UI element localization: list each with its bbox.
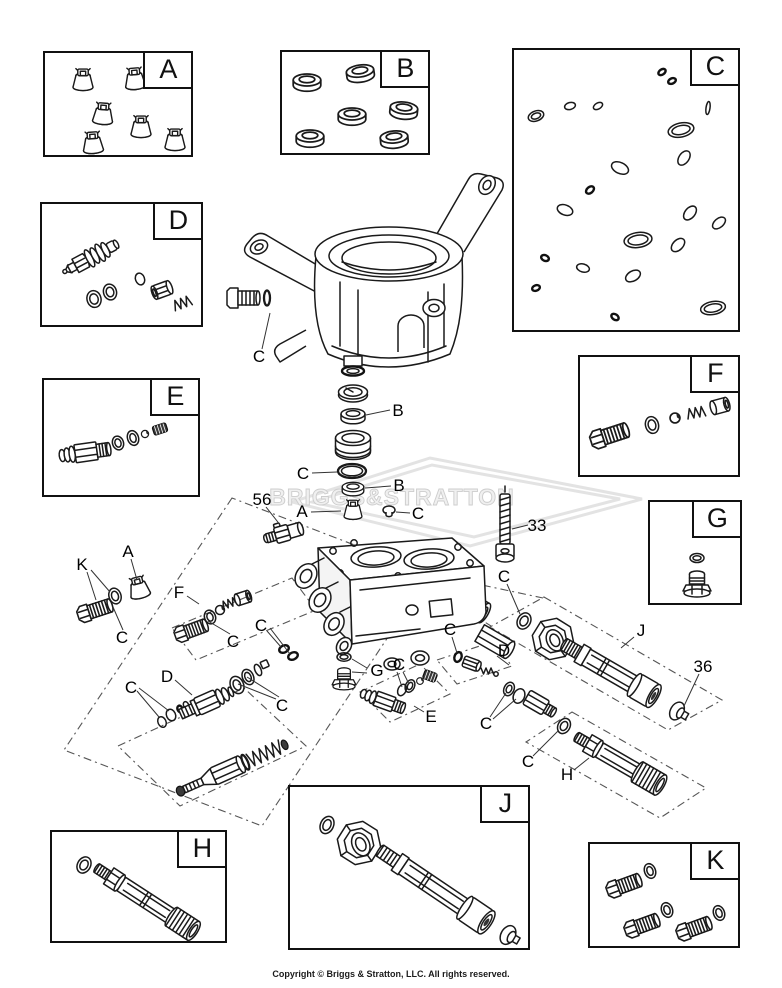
callout-check-valve-kit: F	[174, 583, 184, 602]
kit-letter: H	[192, 833, 213, 864]
kit-letter: A	[159, 54, 178, 85]
thermal-valve	[262, 521, 305, 544]
callout-bypass-oring: C	[444, 620, 456, 639]
kit-boundary-j	[488, 596, 724, 731]
callout-piston-plug: A	[296, 502, 308, 521]
kit-box-b: B	[280, 49, 431, 155]
kit-box-e: E	[42, 377, 201, 497]
callout-head-bolt: 33	[528, 516, 547, 535]
callout-fitting-orings: C	[393, 655, 405, 674]
kit-letter: K	[706, 845, 725, 876]
kit-label-a: A	[143, 50, 194, 89]
inlet-seal	[668, 701, 690, 721]
kit-box-f: F	[578, 354, 741, 477]
callout-piston-oring: C	[297, 464, 309, 483]
seal-stack	[334, 365, 396, 521]
housing-side-plug	[226, 287, 272, 309]
kit-h-parts-illustration	[76, 856, 202, 941]
callout-thermal-valve: 56	[253, 490, 272, 509]
inlet-tube-assembly	[516, 612, 690, 721]
callout-inlet-oring: C	[498, 567, 510, 586]
kit-label-d: D	[153, 201, 204, 240]
callout-unloader-orings-right: C	[276, 696, 288, 715]
manifold-oring	[278, 643, 290, 655]
leader-lines	[86, 312, 700, 771]
kit-box-h: H	[50, 829, 228, 943]
copyright-text: Copyright © Briggs & Stratton, LLC. All …	[272, 969, 510, 979]
kit-c-parts-illustration	[527, 67, 727, 322]
callout-inlet-tube: J	[637, 621, 646, 640]
callout-labels: C B C B A C 56 33 K A C F C C C D C G C …	[76, 347, 712, 784]
kit-letter: J	[498, 788, 513, 819]
kit-e-parts-illustration	[58, 422, 169, 464]
kit-label-e: E	[150, 377, 201, 416]
kit-d-parts-illustration	[62, 239, 194, 312]
kit-label-g: G	[692, 499, 743, 538]
kit-letter: D	[168, 205, 189, 236]
kit-box-d: D	[40, 201, 204, 327]
kit-letter: E	[166, 381, 185, 412]
callout-outlet-oring: C	[522, 752, 534, 771]
kit-label-c: C	[690, 47, 741, 86]
kit-letter: B	[396, 53, 415, 84]
kit-j-parts-illustration	[319, 815, 521, 946]
brand-watermark: BRIGGS&STRATTON	[269, 456, 643, 548]
manifold	[294, 537, 516, 671]
bypass-valve-parts	[453, 650, 499, 677]
callout-housing-oring: C	[253, 347, 265, 366]
callout-seal-lower: B	[393, 476, 404, 495]
kit-letter: C	[705, 51, 726, 82]
callout-fitting-kit: E	[425, 707, 436, 726]
kit-boundary-f	[171, 577, 317, 661]
kit-label-f: F	[690, 354, 741, 393]
unloader-piston-assembly	[175, 739, 289, 797]
kit-boundary-e	[359, 663, 451, 723]
kit-letter: F	[707, 358, 724, 389]
callout-left-plug: A	[122, 542, 134, 561]
kit-g-parts-illustration	[682, 552, 712, 598]
outlet-tube-assembly	[556, 717, 668, 796]
callout-left-plug-oring: C	[116, 628, 128, 647]
callout-check-valve-oring: C	[227, 632, 239, 651]
callout-plug-kit: K	[76, 555, 88, 574]
kit-box-c: C	[512, 47, 741, 332]
callout-bypass-kit: D	[498, 641, 510, 660]
kit-box-g: G	[648, 499, 743, 605]
callout-outlet-tube: H	[561, 765, 573, 784]
unloader-valve-parts	[156, 659, 270, 729]
watermark-text: BRIGGS&STRATTON	[269, 484, 514, 510]
check-valve-parts	[171, 589, 253, 645]
callout-unloader-valve: D	[161, 667, 173, 686]
kit-f-parts-illustration	[587, 396, 731, 452]
kit-k-parts-illustration	[603, 862, 726, 944]
fitting-kit-parts	[359, 669, 438, 715]
callout-valve-cap: C	[412, 504, 424, 523]
kit-label-j: J	[480, 784, 531, 823]
drain-plug-parts	[331, 652, 357, 691]
pump-housing	[226, 172, 504, 368]
callout-seal-upper: B	[392, 401, 403, 420]
kit-box-j: J	[288, 784, 531, 950]
valve-cap	[382, 505, 396, 518]
callout-unloader-orings-left: C	[125, 678, 137, 697]
head-bolt	[495, 485, 515, 563]
kit-letter: G	[706, 503, 728, 534]
callout-drain-plug: G	[370, 661, 383, 680]
callout-manifold-orings: C	[255, 616, 267, 635]
manifold-oring	[287, 650, 299, 662]
callout-inlet-seal: 36	[694, 657, 713, 676]
coupling-parts	[502, 681, 558, 718]
kit-label-k: K	[690, 841, 741, 880]
kit-boundary-d	[436, 641, 513, 685]
kit-boundary-h	[524, 711, 708, 819]
callout-coupling-orings: C	[480, 714, 492, 733]
kit-box-a: A	[43, 50, 194, 157]
kit-label-h: H	[177, 829, 228, 868]
kit-box-k: K	[588, 841, 741, 948]
kit-label-b: B	[380, 49, 431, 88]
left-plug-parts	[74, 573, 152, 625]
